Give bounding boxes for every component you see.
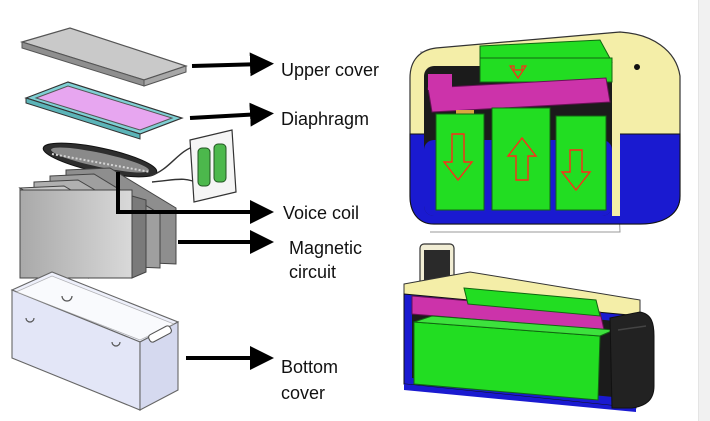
page-edge	[698, 0, 710, 421]
label-magnetic-line2: circuit	[289, 262, 337, 282]
upper-cover-part	[19, 27, 188, 87]
arrow-upper-cover	[191, 52, 274, 77]
voice-coil-part	[42, 129, 237, 203]
speaker-section-top	[409, 31, 681, 233]
arrow-diaphragm	[189, 102, 274, 127]
label-upper-cover: Upper cover	[281, 60, 380, 80]
arrows	[116, 52, 274, 370]
label-magnetic-line1: Magnetic	[289, 238, 363, 258]
speaker-section-bottom	[403, 243, 655, 412]
arrow-voice-coil	[116, 172, 274, 224]
label-diaphragm: Diaphragm	[281, 109, 370, 129]
bottom-cover-part	[10, 271, 180, 411]
magnetic-circuit-part	[18, 167, 177, 279]
label-voice-coil: Voice coil	[283, 203, 360, 223]
label-bottom-line2: cover	[281, 383, 326, 403]
diaphragm-part	[24, 81, 184, 140]
label-bottom-line1: Bottom	[281, 357, 339, 377]
